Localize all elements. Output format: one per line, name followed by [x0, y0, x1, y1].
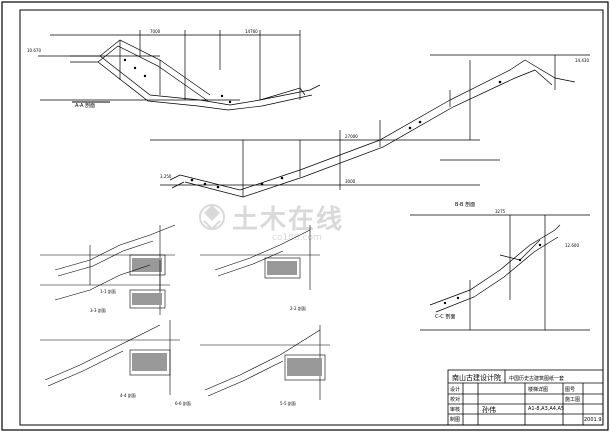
title-signature: 孙伟	[482, 405, 496, 414]
detail-drawing-1	[40, 224, 176, 290]
stair-1-marks	[123, 58, 232, 104]
title-company: 南山古建设计院	[452, 373, 501, 382]
dim-label-3: 27000	[345, 134, 358, 139]
dim-label-2: 7000	[150, 29, 161, 34]
title-checker-label: 校对	[450, 396, 460, 403]
title-drawing-name: 楼梯详图	[528, 386, 548, 393]
elev-label-4: 12.600	[565, 243, 579, 248]
detail-label-4: 4-4 剖面	[120, 392, 136, 398]
title-sheet-code: A1-8,A3,A4,A5	[528, 406, 564, 412]
detail-drawing-5	[200, 325, 330, 400]
stair-drawing-2	[150, 54, 590, 198]
stair-3-marks	[443, 243, 542, 305]
title-drawing-no-label: 图号	[565, 387, 575, 393]
stair-drawing-3	[410, 214, 590, 331]
detail-label-6: 6-6 剖面	[175, 400, 191, 406]
detail-label-1: 1-1 剖面	[100, 288, 116, 294]
stair-2-marks	[190, 80, 502, 189]
detail-drawing-4	[40, 320, 180, 395]
title-date: 2001.9	[584, 417, 602, 423]
stair-drawing-1	[38, 30, 321, 111]
detail-label-2: 2-2 剖面	[290, 305, 306, 311]
detail-drawing-3	[40, 260, 170, 315]
title-drawer-label: 制图	[450, 416, 460, 423]
section-label-s2: B-B 剖面	[455, 201, 475, 208]
detail-5-hatch	[287, 358, 322, 376]
detail-label-3: 3-3 剖面	[90, 307, 106, 313]
title-designer-label: 设计	[450, 386, 460, 393]
detail-2-hatch	[267, 261, 297, 275]
detail-label-5: 5-5 剖面	[280, 400, 296, 406]
detail-1-hatch	[132, 258, 162, 272]
detail-drawing-2	[200, 225, 320, 290]
dim-label-4: 3000	[345, 179, 356, 184]
detail-4-hatch	[132, 353, 167, 371]
section-label-s3: C-C 剖面	[435, 313, 455, 320]
title-stage: 施工图	[565, 396, 580, 403]
dim-label-1: 14760	[245, 29, 258, 34]
detail-3-hatch	[132, 293, 162, 305]
watermark-sub: co188.com	[272, 233, 322, 243]
inner-border	[19, 9, 604, 426]
watermark-main: 土木在线	[232, 205, 344, 235]
watermark: 土木在线 co188.com	[199, 204, 344, 243]
title-approver-label: 审核	[450, 406, 460, 413]
elev-label-2: 14.430	[575, 58, 589, 63]
elev-label-1: 10.670	[27, 48, 41, 53]
dim-label-5: 3275	[495, 209, 506, 214]
elev-label-3: 3.250	[160, 174, 172, 179]
title-project: 中国历史古建筑图纸一套	[509, 375, 564, 382]
section-label-s1: A-A 剖面	[75, 102, 95, 109]
title-block	[447, 369, 604, 426]
